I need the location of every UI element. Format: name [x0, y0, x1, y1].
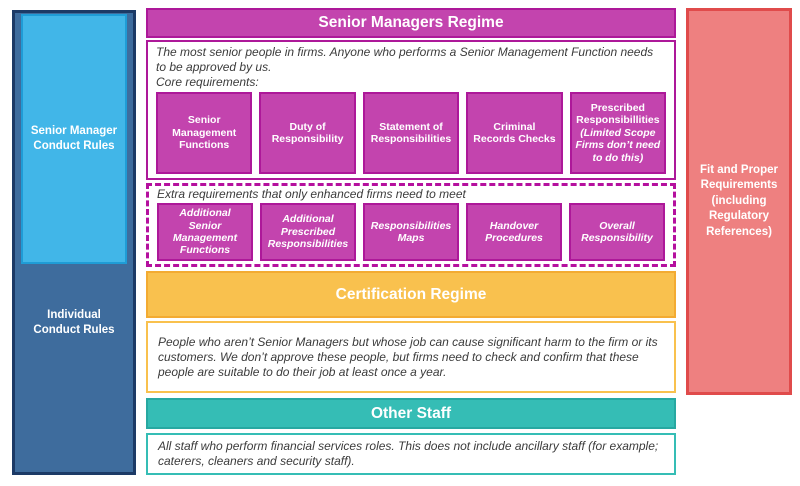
extra-box-additional-prescribed-responsibilities: Additional Prescribed Responsibilities: [260, 203, 356, 261]
senior-managers-regime-title: Senior Managers Regime: [318, 14, 504, 31]
certification-regime-header: Certification Regime: [146, 271, 676, 318]
individual-conduct-rules-label: Individual Conduct Rules: [33, 309, 115, 336]
core-box-duty-of-responsibility: Duty of Responsibility: [259, 92, 356, 174]
certification-regime-title: Certification Regime: [335, 285, 487, 303]
certification-regime-body: People who aren’t Senior Managers but wh…: [146, 321, 676, 393]
other-staff-body: All staff who perform financial services…: [146, 433, 676, 475]
senior-manager-conduct-rules-label: Senior Manager Conduct Rules: [30, 125, 118, 152]
extra-box-additional-senior-management-functions: Additional Senior Management Functions: [157, 203, 253, 261]
extra-box-label: Responsibilities Maps: [370, 219, 452, 244]
extra-requirements-row: Additional Senior Management Functions A…: [157, 203, 665, 261]
other-staff-description: All staff who perform financial services…: [158, 439, 659, 468]
smr-core-requirements-label: Core requirements:: [156, 75, 259, 89]
extra-requirements-label: Extra requirements that only enhanced fi…: [157, 187, 466, 201]
extra-box-overall-responsibility: Overall Responsibility: [569, 203, 665, 261]
smr-description: The most senior people in firms. Anyone …: [156, 45, 654, 74]
senior-manager-conduct-rules-bar: Senior Manager Conduct Rules: [21, 14, 127, 264]
core-box-note: (Limited Scope Firms don’t need to do th…: [575, 126, 661, 164]
extra-box-label: Handover Procedures: [485, 219, 543, 244]
certification-description: People who aren’t Senior Managers but wh…: [158, 334, 658, 379]
core-box-label: Duty of Responsibility: [271, 120, 344, 145]
core-box-prescribed-responsibilities: Prescribed Responsibillities (Limited Sc…: [569, 92, 667, 174]
other-staff-header: Other Staff: [146, 398, 676, 429]
senior-managers-regime-header: Senior Managers Regime: [146, 8, 676, 38]
extra-box-label: Additional Prescribed Responsibilities: [267, 213, 349, 251]
other-staff-title: Other Staff: [370, 404, 452, 422]
core-box-label: Statement of Responsibilities: [370, 120, 452, 145]
core-box-statement-of-responsibilities: Statement of Responsibilities: [362, 92, 460, 174]
core-box-label: Senior Management Functions: [172, 114, 237, 152]
core-box-criminal-records-checks: Criminal Records Checks: [466, 92, 563, 174]
individual-conduct-rules-bar: Senior Manager Conduct Rules Individual …: [12, 10, 136, 475]
fit-and-proper-requirements-bar: Fit and Proper Requirements (including R…: [686, 8, 792, 395]
core-box-label: Prescribed Responsibillities: [576, 102, 660, 127]
extra-box-handover-procedures: Handover Procedures: [466, 203, 562, 261]
extra-box-responsibilities-maps: Responsibilities Maps: [363, 203, 459, 261]
fit-and-proper-requirements-label: Fit and Proper Requirements (including R…: [700, 163, 778, 238]
core-requirements-row: Senior Management Functions Duty of Resp…: [156, 92, 667, 174]
extra-box-label: Overall Responsibility: [581, 219, 653, 244]
enhanced-firms-extra-requirements-box: Extra requirements that only enhanced fi…: [146, 183, 676, 267]
core-box-label: Criminal Records Checks: [473, 120, 556, 145]
core-box-senior-management-functions: Senior Management Functions: [156, 92, 253, 174]
extra-box-label: Additional Senior Management Functions: [172, 207, 238, 257]
senior-managers-regime-body: The most senior people in firms. Anyone …: [146, 40, 676, 180]
